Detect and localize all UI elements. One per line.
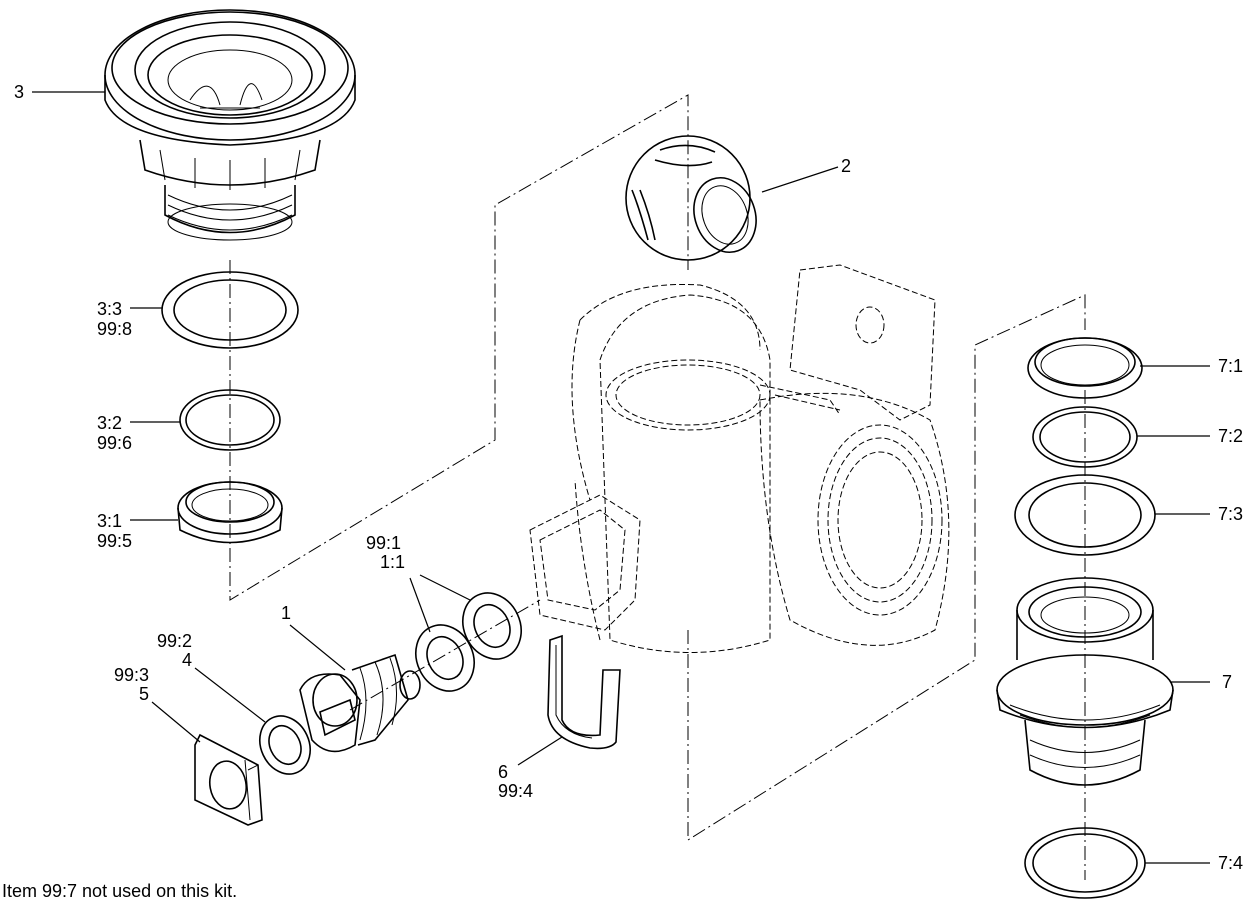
- leader-lines: [32, 91, 1210, 864]
- assembly-centerlines: [229, 94, 1086, 880]
- o-ring-3-3: [161, 271, 299, 349]
- callout-3-1: 3:1: [97, 511, 123, 531]
- kit-footnote: Item 99:7 not used on this kit.: [2, 881, 238, 901]
- callout-7-4: 7:4: [1218, 853, 1244, 873]
- valve-body-phantom: [529, 264, 950, 653]
- stem-part-1: [299, 653, 421, 753]
- callout-99-2: 99:2: [157, 631, 193, 651]
- seal-7-1: [1027, 337, 1143, 399]
- callout-99-3: 99:3: [114, 665, 150, 685]
- washers-1-1: [415, 592, 522, 692]
- callout-6: 6: [498, 762, 509, 782]
- seal-3-1: [177, 481, 283, 544]
- callout-4: 4: [182, 650, 193, 670]
- callout-99-8: 99:8: [97, 319, 133, 339]
- callout-1: 1: [281, 603, 292, 623]
- washer-part-4: [259, 715, 311, 775]
- callout-3-3: 3:3: [97, 299, 123, 319]
- callout-99-5: 99:5: [97, 531, 133, 551]
- ball-part-2: [625, 135, 757, 261]
- callout-7: 7: [1222, 672, 1233, 692]
- callout-7-2: 7:2: [1218, 426, 1244, 446]
- o-ring-3-2: [179, 389, 281, 451]
- adapter-part-5: [194, 733, 263, 826]
- callout-3: 3: [14, 82, 25, 102]
- callout-2: 2: [841, 156, 852, 176]
- cap-assembly-part-3: [104, 9, 356, 241]
- callout-99-1: 99:1: [366, 533, 402, 553]
- callout-99-4: 99:4: [498, 781, 534, 801]
- end-connector-part-7: [996, 577, 1174, 786]
- o-ring-7-4: [1024, 827, 1146, 899]
- callout-3-2: 3:2: [97, 413, 123, 433]
- callout-99-6: 99:6: [97, 433, 133, 453]
- callout-7-1: 7:1: [1218, 356, 1244, 376]
- o-ring-7-2: [1032, 406, 1138, 468]
- callout-1-1: 1:1: [380, 552, 406, 572]
- callout-5: 5: [139, 684, 150, 704]
- clip-part-6: [547, 634, 621, 750]
- o-ring-7-3: [1014, 474, 1156, 556]
- callout-7-3: 7:3: [1218, 504, 1244, 524]
